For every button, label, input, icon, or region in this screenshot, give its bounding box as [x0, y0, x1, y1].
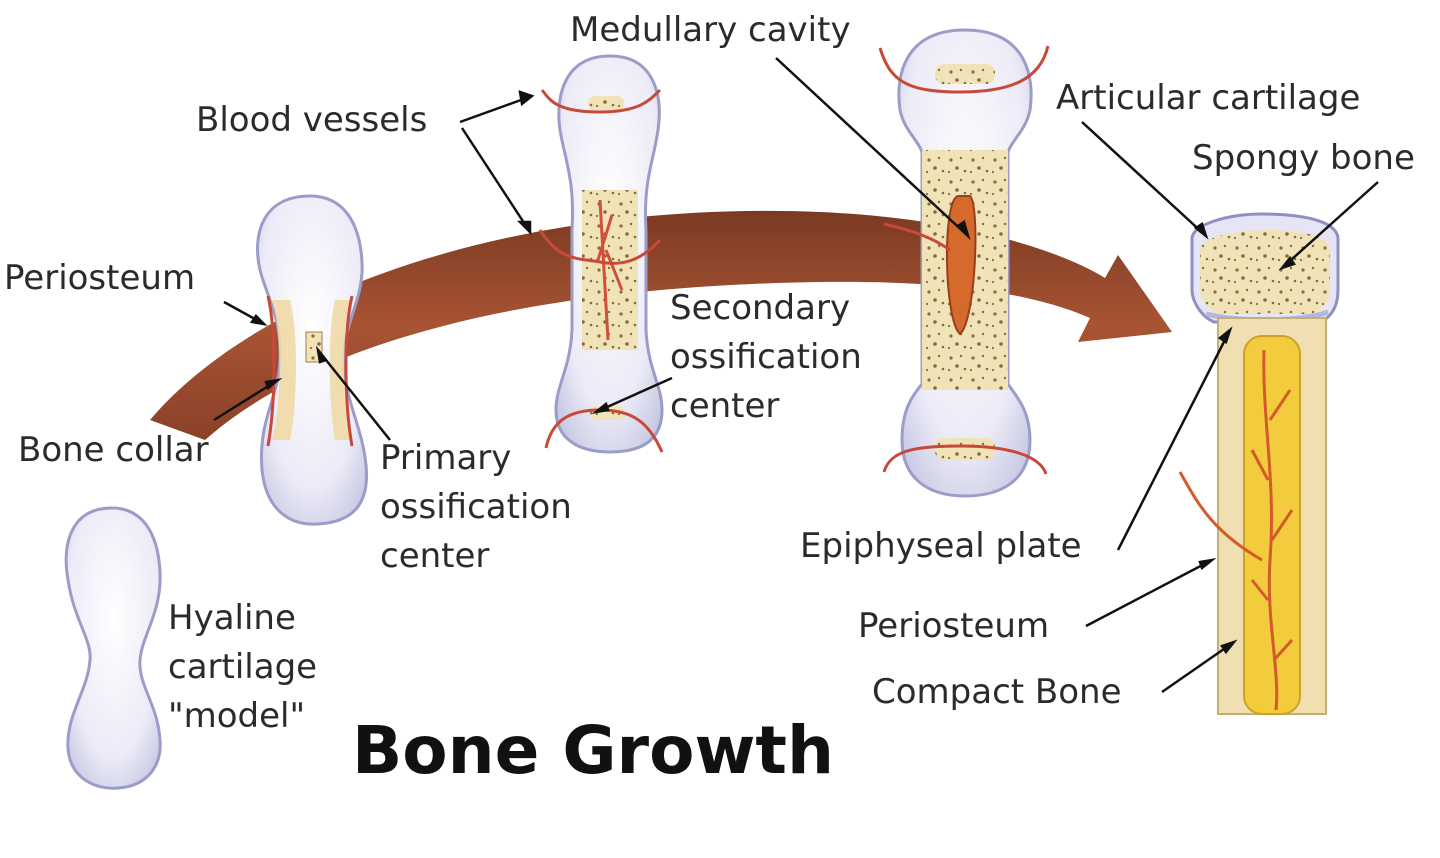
label-bone-collar: Bone collar: [18, 430, 209, 470]
hyaline-cartilage-model-shape: [64, 506, 162, 790]
label-articular-cartilage: Articular cartilage: [1056, 78, 1361, 118]
label-periosteum-right: Periosteum: [858, 606, 1050, 646]
diagram-title: Bone Growth: [352, 712, 834, 789]
label-hyaline-cartilage-model: Hyaline cartilage "model": [168, 598, 318, 736]
label-primary-ossification-center: Primary ossification center: [380, 438, 572, 576]
label-epiphyseal-plate: Epiphyseal plate: [800, 526, 1082, 566]
label-periosteum-left: Periosteum: [4, 258, 196, 298]
growth-arrow: [150, 210, 1172, 440]
bone-collar-shape: [272, 300, 296, 440]
medullary-cavity-shape: [945, 195, 977, 336]
label-secondary-ossification-center: Secondary ossification center: [670, 288, 862, 426]
leader-lines: [213, 57, 1379, 694]
label-spongy-bone: Spongy bone: [1192, 138, 1415, 178]
label-medullary-cavity: Medullary cavity: [570, 10, 851, 50]
label-blood-vessels: Blood vessels: [196, 100, 428, 140]
label-compact-bone: Compact Bone: [872, 672, 1122, 712]
